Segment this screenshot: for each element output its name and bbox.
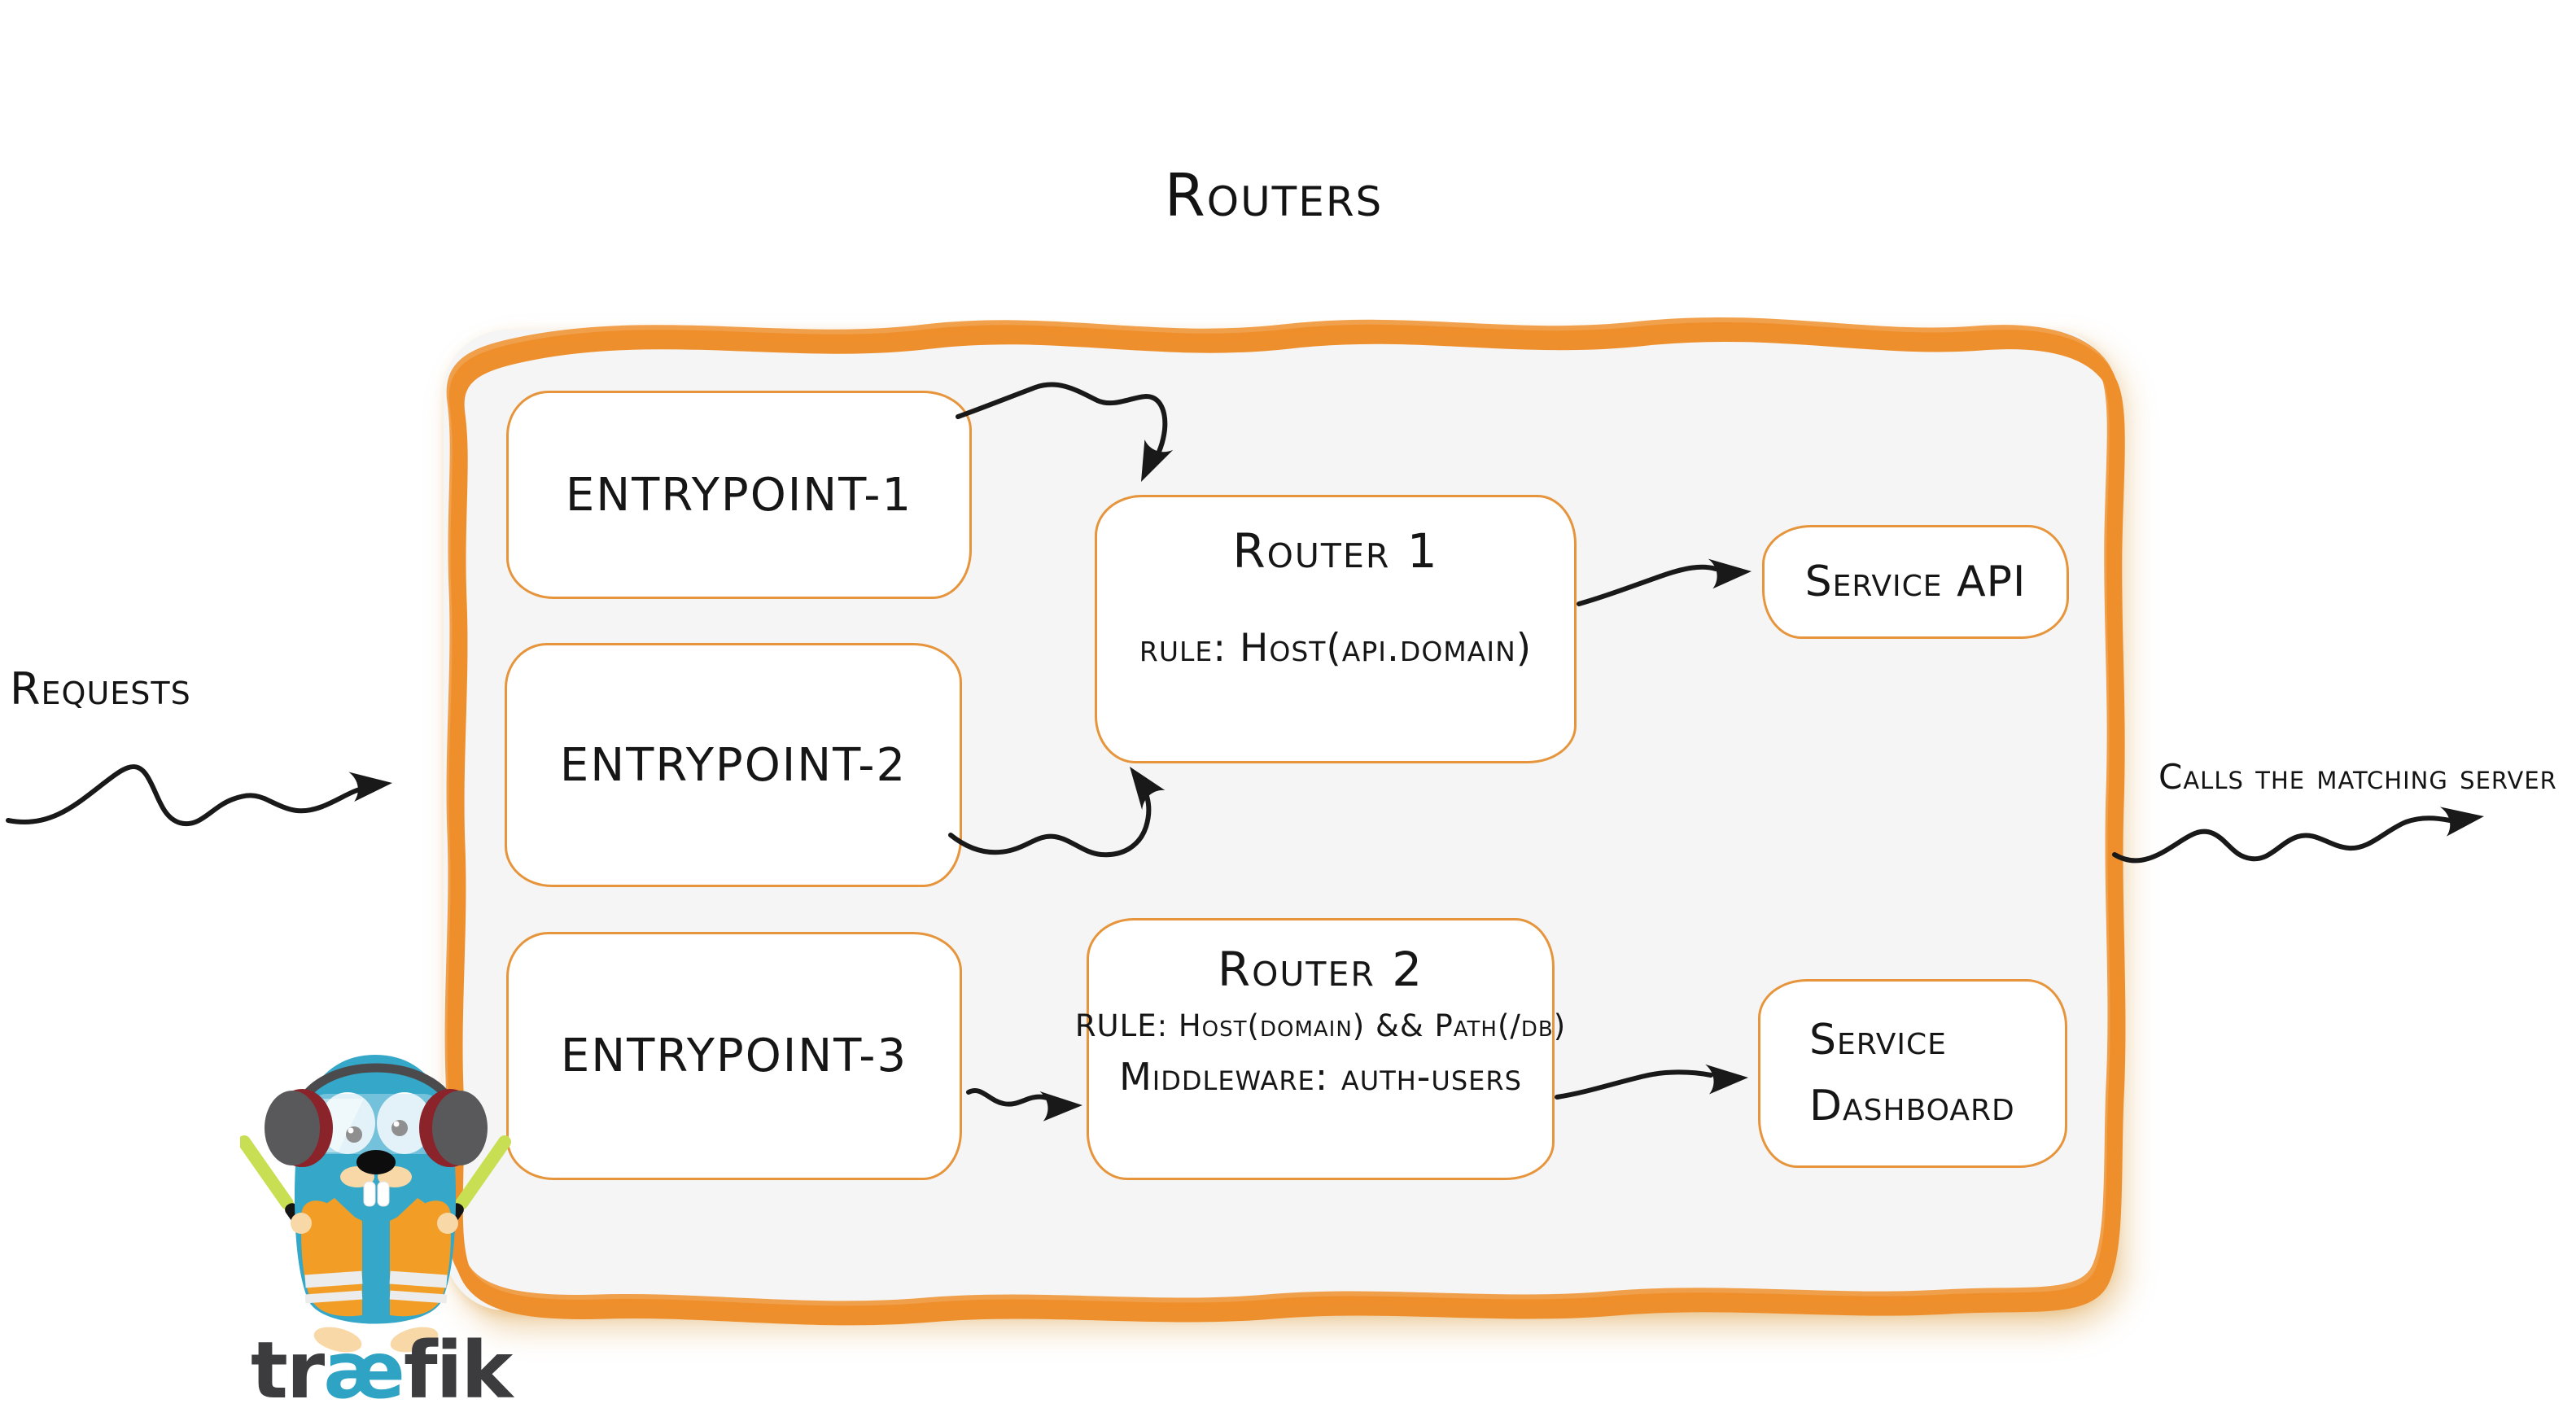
router-1-name: Router 1 bbox=[1232, 523, 1439, 579]
wordmark-post: fik bbox=[403, 1325, 514, 1408]
service-dashboard-line1: Service bbox=[1809, 1016, 1947, 1065]
router-2-name: Router 2 bbox=[1217, 942, 1424, 997]
entrypoint-1-box: entrypoint-1 bbox=[506, 391, 972, 599]
router-1-box: Router 1 rule: Host(api.domain) bbox=[1095, 495, 1577, 763]
traefik-wordmark: træfik bbox=[251, 1325, 514, 1408]
entrypoint-3-box: entrypoint-3 bbox=[506, 932, 962, 1180]
calls-matching-server-arrow bbox=[2112, 801, 2486, 864]
entrypoint-3-label: entrypoint-3 bbox=[560, 1030, 908, 1082]
entrypoint-2-label: entrypoint-2 bbox=[559, 738, 908, 792]
requests-arrow bbox=[6, 764, 394, 827]
entrypoint-1-label: entrypoint-1 bbox=[565, 468, 913, 522]
wordmark-ae: æ bbox=[323, 1325, 405, 1408]
diagram-title: Routers bbox=[1164, 161, 1384, 230]
service-dashboard-box: Service Dashboard bbox=[1758, 979, 2067, 1168]
service-dashboard-label: Service Dashboard bbox=[1760, 1008, 2015, 1139]
safety-vest bbox=[301, 1198, 451, 1317]
router-2-rule: RULE: Host(domain) && Path(/db) bbox=[1074, 1008, 1567, 1043]
service-dashboard-line2: Dashboard bbox=[1809, 1082, 2015, 1130]
router-1-rule: rule: Host(api.domain) bbox=[1139, 626, 1533, 671]
entrypoint-2-box: entrypoint-2 bbox=[505, 643, 962, 887]
requests-label: Requests bbox=[10, 663, 191, 715]
traefik-gopher-logo bbox=[240, 1055, 511, 1353]
service-api-box: Service API bbox=[1762, 525, 2069, 639]
router-2-box: Router 2 RULE: Host(domain) && Path(/db)… bbox=[1075, 918, 1565, 1180]
calls-the-matching-server-label: Calls the matching server bbox=[2158, 757, 2557, 797]
service-api-label: Service API bbox=[1804, 557, 2027, 606]
router-2-middleware: Middleware: auth-users bbox=[1119, 1055, 1522, 1099]
wordmark-pre: tr bbox=[251, 1325, 325, 1408]
